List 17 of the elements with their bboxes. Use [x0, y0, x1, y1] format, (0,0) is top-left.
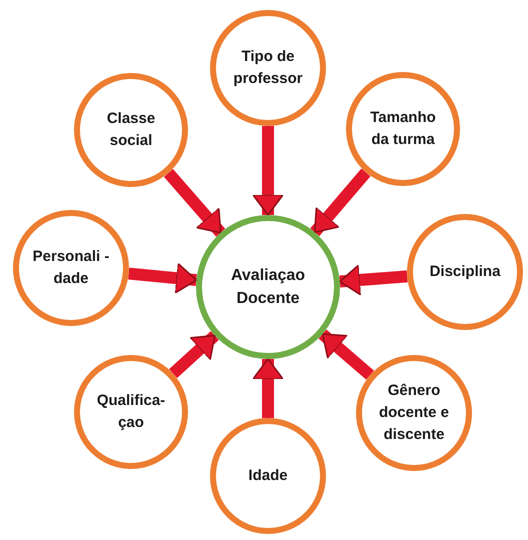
arrow — [169, 331, 219, 378]
arrow — [310, 168, 371, 236]
arrow — [252, 126, 284, 216]
circle-label: Gênero docente e discente — [378, 381, 450, 445]
arrow — [164, 169, 226, 237]
circle-label: Classe social — [106, 109, 156, 151]
circle-label: Personali -dade — [32, 247, 110, 289]
circle-label: Qualifica- çao — [96, 391, 166, 433]
arrow — [339, 264, 408, 296]
circle-label: Avaliaçao Docente — [230, 266, 306, 309]
circle-label: Disciplina — [428, 262, 502, 282]
circle-label: Tamanho da turma — [369, 108, 437, 150]
circle-label: Tipo de professor — [232, 47, 304, 89]
arrow — [318, 330, 374, 380]
arrow — [252, 358, 284, 418]
arrow — [128, 262, 198, 294]
circle-label: Idade — [247, 466, 289, 486]
